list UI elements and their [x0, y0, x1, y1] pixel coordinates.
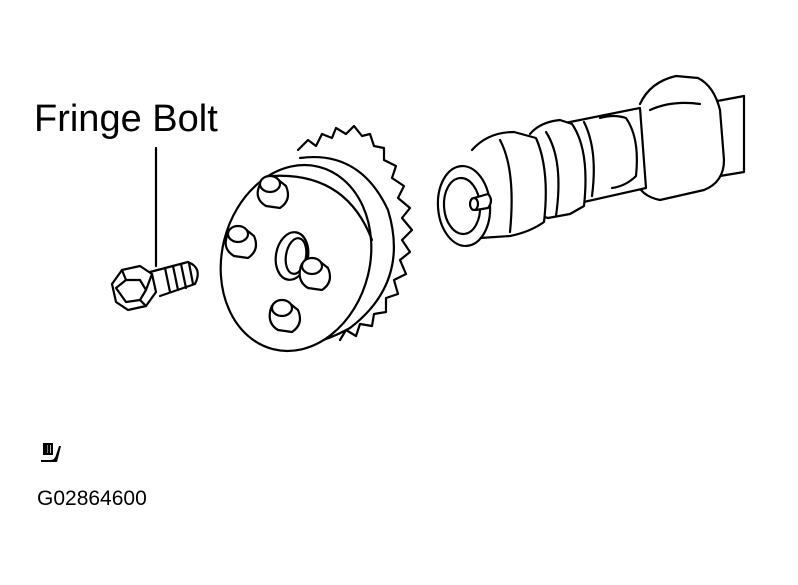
camshaft: [435, 76, 744, 248]
figure-id: G02864600: [37, 487, 147, 510]
torque-spec-icon: [41, 440, 61, 462]
timing-sprocket: [201, 126, 412, 367]
flange-bolt: [112, 262, 198, 310]
fringe-bolt-label: Fringe Bolt: [34, 98, 218, 140]
